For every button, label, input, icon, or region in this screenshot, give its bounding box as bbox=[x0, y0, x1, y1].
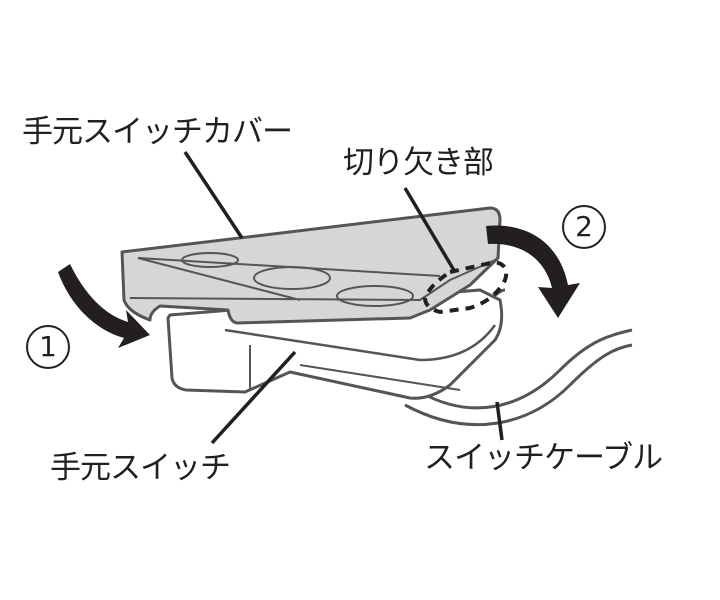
step-2-marker: 2 bbox=[562, 205, 606, 249]
label-switch-cable: スイッチケーブル bbox=[424, 440, 663, 476]
label-hand-switch: 手元スイッチ bbox=[50, 450, 231, 486]
leader-lines bbox=[183, 151, 504, 445]
arrow-1-icon bbox=[58, 264, 150, 348]
arrow-2-icon bbox=[486, 225, 580, 318]
step-1-marker: 1 bbox=[26, 325, 70, 369]
label-switch-cover: 手元スイッチカバー bbox=[22, 114, 293, 150]
notch-dashed-outline bbox=[422, 259, 509, 315]
switch-cover bbox=[120, 206, 502, 325]
label-notch: 切り欠き部 bbox=[343, 145, 494, 181]
